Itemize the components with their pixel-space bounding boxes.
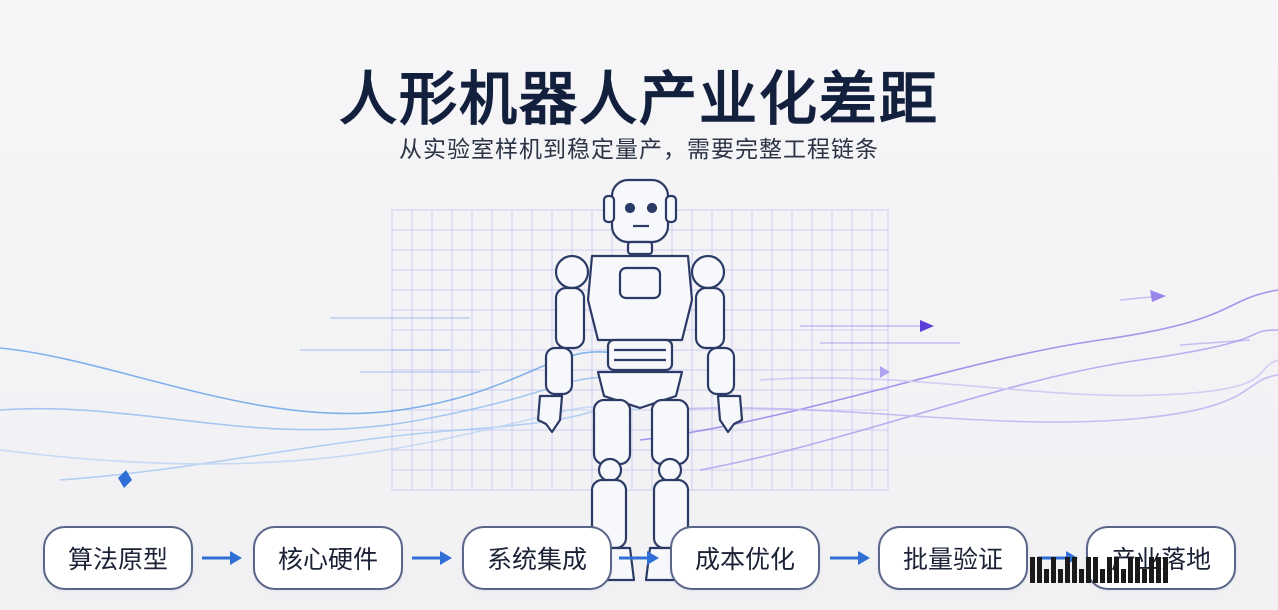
page-title: 人形机器人产业化差距 [338,65,939,133]
arrow-right-icon [619,551,659,565]
arrow-right-icon [412,551,452,565]
right-arrow-marker-3 [880,366,890,378]
watermark-overlay [1030,552,1270,588]
step-batch-validation: 批量验证 [878,526,1028,590]
right-wave-lines [639,289,1278,471]
humanoid-robot-illustration [536,178,744,582]
step-system-integration: 系统集成 [462,526,612,590]
left-streaks [300,317,480,373]
right-arrow-marker-1 [920,320,934,332]
left-diamond-marker [118,470,132,488]
arrow-right-icon [830,551,870,565]
page-subtitle: 从实验室样机到稳定量产，需要完整工程链条 [399,137,879,163]
arrow-right-icon [202,551,242,565]
right-arrow-marker-2 [1150,290,1166,302]
step-cost-optimization: 成本优化 [670,526,820,590]
step-algorithm-prototype: 算法原型 [43,526,193,590]
step-core-hardware: 核心硬件 [253,526,403,590]
right-streaks [800,295,1251,346]
